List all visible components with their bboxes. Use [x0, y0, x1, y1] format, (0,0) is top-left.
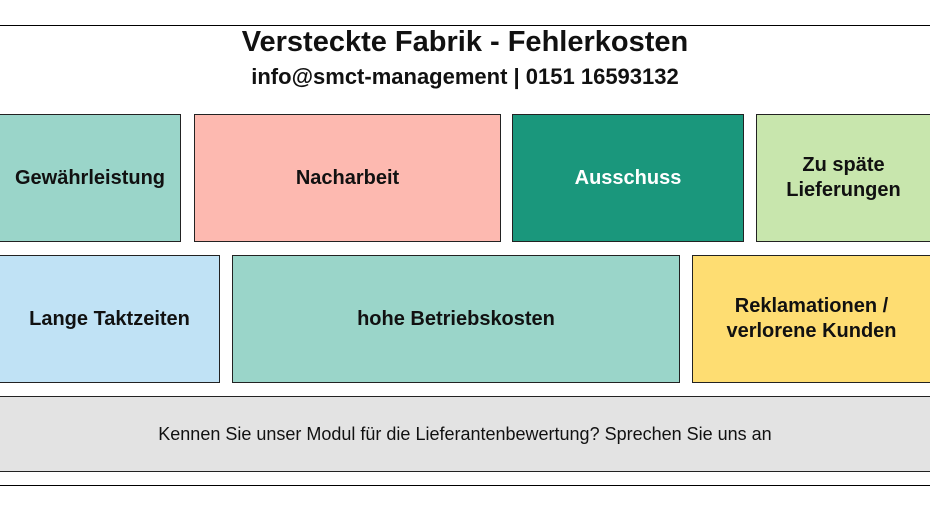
box-hohe-betriebskosten: hohe Betriebskosten [232, 255, 680, 383]
box-label: Lange Taktzeiten [29, 307, 190, 330]
contact-info: info@smct-management | 0151 16593132 [251, 64, 679, 89]
box-label: Ausschuss [574, 166, 682, 189]
banner-text: Kennen Sie unser Modul für die Lieferant… [158, 423, 772, 444]
bottom-divider [0, 485, 930, 486]
box-nacharbeit: Nacharbeit [194, 114, 501, 242]
box-zu-spaete-lieferungen: Zu späte Lieferungen [756, 114, 930, 242]
box-lange-taktzeiten: Lange Taktzeiten [0, 255, 220, 383]
info-banner: Kennen Sie unser Modul für die Lieferant… [0, 396, 930, 472]
box-label: Gewährleistung [14, 166, 166, 189]
box-ausschuss: Ausschuss [512, 114, 744, 242]
top-divider [0, 25, 930, 26]
box-gewaehrleistung: Gewährleistung [0, 114, 181, 242]
box-label: hohe Betriebskosten [357, 307, 555, 330]
box-label: Zu späte Lieferungen [786, 154, 901, 201]
page-title: Versteckte Fabrik - Fehlerkosten [241, 26, 689, 58]
box-reklamationen: Reklamationen / verlorene Kunden [692, 255, 930, 383]
box-label-line2: verlorene Kunden [726, 320, 897, 342]
box-label-line1: Reklamationen / [734, 295, 889, 317]
box-label: Nacharbeit [295, 166, 400, 189]
